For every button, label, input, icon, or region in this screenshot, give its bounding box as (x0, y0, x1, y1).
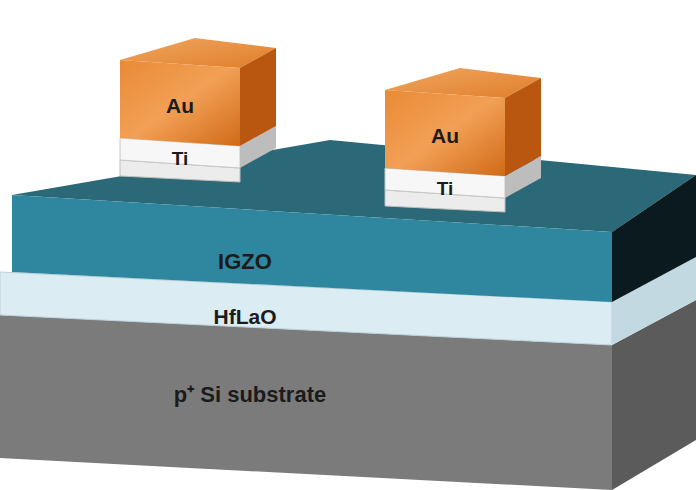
layer-label: Au (166, 94, 194, 117)
layer-label: Au (431, 124, 459, 147)
right-contact (385, 68, 541, 212)
layer-label: HfLaO (214, 305, 277, 328)
substrate-label-box: p⁺ Si substrate (90, 370, 410, 420)
gold-layer: Au (385, 108, 505, 164)
igzo-layer (12, 140, 696, 302)
layer-label: IGZO (218, 250, 272, 274)
titanium-layer: Ti (120, 146, 240, 172)
layer-label: Ti (437, 179, 454, 200)
hflao-label-box: HfLaO (140, 300, 350, 334)
igzo-label-box: IGZO (140, 240, 350, 284)
left-contact (120, 38, 276, 182)
gold-layer: Au (120, 78, 240, 134)
titanium-layer: Ti (385, 176, 505, 202)
layer-label: p⁺ Si substrate (174, 383, 326, 407)
layer-label: Ti (172, 149, 189, 170)
